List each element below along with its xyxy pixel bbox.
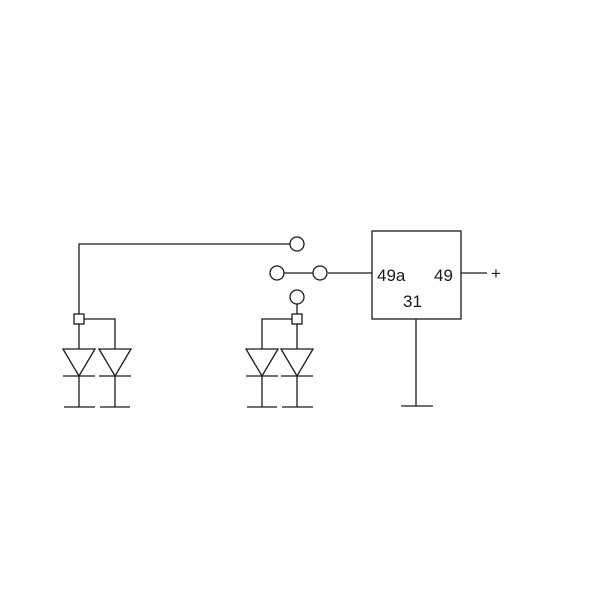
switch-contact-icon [269, 265, 285, 281]
supply-connection: + [461, 264, 501, 283]
junction-icon [73, 313, 85, 325]
flasher-unit: 49a 49 31 [371, 230, 462, 320]
left-branch-wire [84, 318, 116, 349]
junction-icon [291, 313, 303, 325]
flasher-ground [401, 319, 433, 407]
supply-plus-label: + [491, 264, 501, 283]
switch-contact-left-icon [289, 236, 305, 252]
right-lamp-group [244, 304, 315, 408]
flasher-unit-box [371, 230, 462, 320]
diode-icon [61, 348, 97, 408]
terminal-49-label: 49 [434, 266, 453, 285]
diode-icon [279, 348, 315, 408]
turn-signal-switch [269, 236, 372, 305]
terminal-49a-label: 49a [377, 266, 406, 285]
right-branch-wire [261, 318, 292, 349]
switch-contact-right-icon [289, 289, 305, 305]
terminal-31-label: 31 [403, 292, 422, 311]
diode-icon [97, 348, 133, 408]
left-lamp-group [61, 243, 290, 408]
left-feed-wire [78, 243, 290, 314]
diode-icon [244, 348, 280, 408]
switch-contact-icon [312, 265, 328, 281]
